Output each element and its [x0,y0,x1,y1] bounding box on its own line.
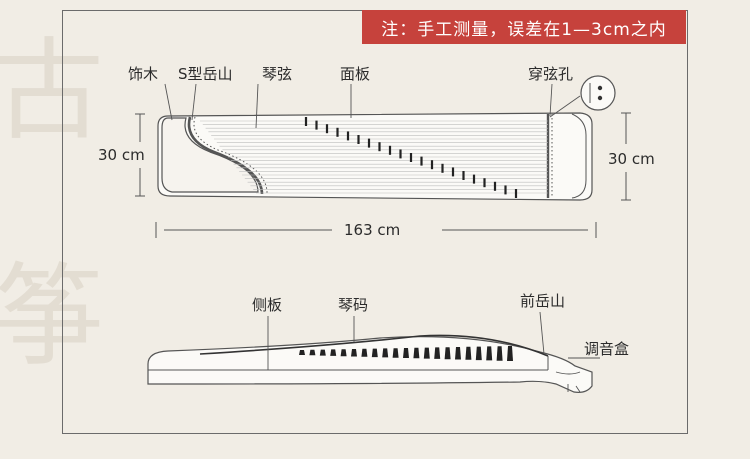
side-view-bridge [465,346,472,360]
label-bridges: 琴码 [338,296,369,314]
side-view-bridge [486,346,493,361]
dim-left-height [135,113,145,197]
top-view-strings [200,120,548,194]
side-view-instrument [147,334,593,393]
dim-left-height-label: 30 cm [98,146,145,164]
side-view-bridge [496,346,503,361]
string-hole-dot-1 [597,85,603,91]
side-view-bridges [299,346,513,361]
dim-length-label: 163 cm [344,221,401,239]
label-front-bridge: 前岳山 [520,292,566,310]
string-hole-callout [549,75,616,118]
dim-length [155,222,597,238]
string-hole-dot-2 [597,95,603,101]
side-view-bridge [423,347,430,359]
side-view-bridge [507,346,513,361]
side-view-bridge [382,348,389,358]
side-view-bridge [403,348,409,358]
side-view-bridge [413,347,420,359]
measurement-note: 注：手工测量，误差在1—3cm之内 [362,10,686,44]
top-view-bridges [304,117,518,198]
top-view-leaders [164,83,553,129]
label-s-bridge: S型岳山 [178,65,233,83]
top-view-instrument [157,112,593,201]
decor-wood-shape [161,117,259,193]
side-view-body [147,336,593,393]
side-view-bridge [455,347,461,360]
dim-right-height [621,112,631,201]
side-view-bridge [392,348,399,358]
side-view-bridge [361,348,368,357]
side-view-leaders [267,311,600,370]
label-string-holes: 穿弦孔 [528,65,574,83]
side-view-bridge [371,348,378,358]
side-view-bridge [319,349,326,356]
watermark-char-2: 筝 [0,253,104,381]
side-view-bridge [299,350,305,355]
label-strings: 琴弦 [262,65,293,83]
s-bridge-shape [187,116,264,195]
side-view-bridge [444,347,451,360]
side-view-bridge [330,349,337,356]
watermark-char-1: 古 [0,27,104,155]
label-decor-wood: 饰木 [128,65,159,83]
label-tuning-box: 调音盒 [584,340,630,358]
side-view-bridge [309,349,316,356]
side-view-bridge [434,347,441,359]
side-view-bridge [351,349,357,357]
label-side-panel: 侧板 [252,296,283,314]
side-view-bridge [475,346,482,361]
string-hole-circle [580,75,616,111]
side-view-bridge [340,349,347,357]
label-soundboard: 面板 [340,65,371,83]
dim-right-height-label: 30 cm [608,150,655,168]
